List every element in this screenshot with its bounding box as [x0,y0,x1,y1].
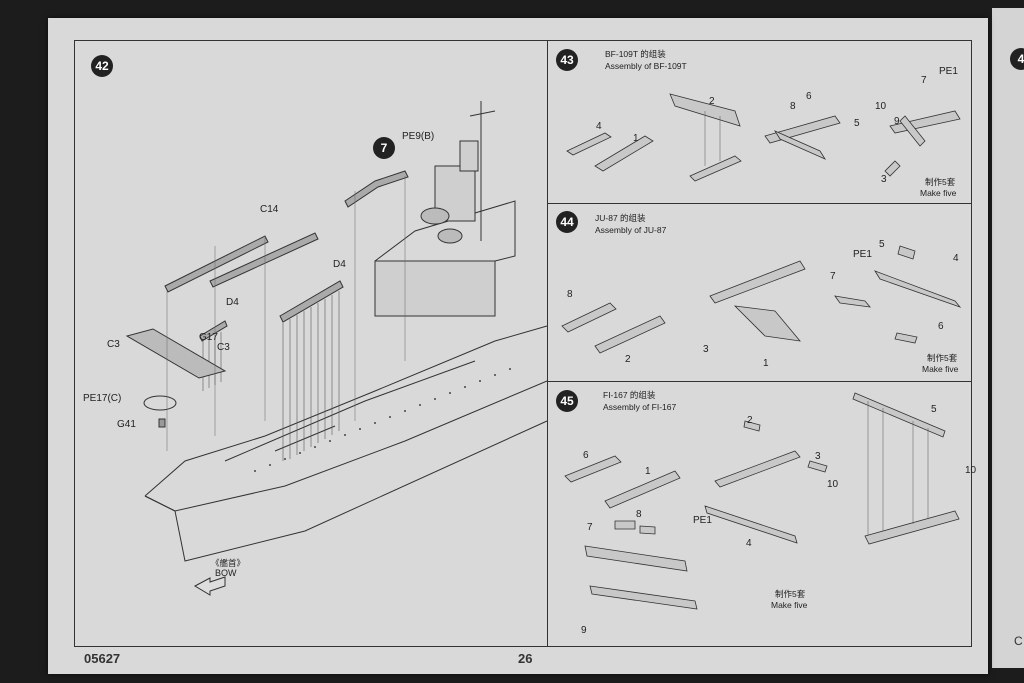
step-45-title-cn: FI-167 的组装 [603,390,656,400]
step-43-part-3: 3 [881,174,887,185]
label-pe9b: PE9(B) [402,131,435,142]
instruction-page: 42 [48,18,988,674]
label-g17: G17 [199,332,218,343]
step-43-note-en: Make five [920,188,957,198]
step-43-part-9: 9 [894,116,900,127]
step-43-part-8: 8 [790,101,796,112]
step-45-part-4: 4 [746,538,752,549]
step-45-note-en: Make five [771,600,808,610]
step-45-part-6: 6 [583,450,589,461]
step-43-part-6: 6 [806,91,812,102]
ship-bow-drawing [125,101,548,596]
next-page-edge-letter: C [1014,634,1023,648]
step-44-title-en: Assembly of JU-87 [595,225,667,235]
step-43-badge: 43 [556,49,578,71]
step-45-part-10-left: 10 [827,479,839,490]
step-45-badge: 45 [556,390,578,412]
step-43-part-pe1: PE1 [939,66,958,77]
fi167-diagram [564,392,960,610]
step-44-part-4: 4 [953,253,959,264]
step-45-part-8: 8 [636,509,642,520]
step-44-part-5: 5 [879,239,885,250]
step-45-part-10-right: 10 [965,465,977,476]
step-44-note-en: Make five [922,364,959,374]
step-45-part-2: 2 [747,415,753,426]
step-44-title-cn: JU-87 的组装 [595,213,646,223]
step-43-part-2: 2 [709,96,715,107]
label-bow-cn: 《艦首》 [211,558,246,568]
step-43-part-10: 10 [875,101,887,112]
step-43-part-5: 5 [854,118,860,129]
label-c3-right: C3 [217,342,230,353]
step-7-badge: 7 [373,137,395,159]
step-43-part-4: 4 [596,121,602,132]
step-44-part-2: 2 [625,354,631,365]
ju87-diagram [561,245,962,354]
step-45-part-9: 9 [581,625,587,636]
step-45-part-1: 1 [645,466,651,477]
kit-code: 05627 [84,651,121,666]
step-45-note-cn: 制作5套 [775,589,806,599]
label-g41: G41 [117,419,136,430]
label-c3-left: C3 [107,339,120,350]
step-44-part-pe1: PE1 [853,249,872,260]
step-43-note-cn: 制作5套 [925,177,956,187]
step-45-title-en: Assembly of FI-167 [603,402,677,412]
step-43-part-7: 7 [921,75,927,86]
label-bow-en: BOW [215,568,237,578]
step-44-part-3: 3 [703,344,709,355]
row-divider-1 [547,203,971,204]
step-44-part-7: 7 [830,271,836,282]
next-page-step-badge: 4 [1010,48,1024,70]
step-44-note-cn: 制作5套 [927,353,958,363]
step-45-part-pe1: PE1 [693,515,712,526]
column-divider [547,41,548,646]
label-d4-right: D4 [333,259,346,270]
step-44-badge: 44 [556,211,578,233]
label-c14: C14 [260,204,279,215]
step-43-title-en: Assembly of BF-109T [605,61,687,71]
page-frame: 42 [74,40,976,647]
step-45-part-5: 5 [931,404,937,415]
label-pe17c: PE17(C) [83,393,122,404]
step-44-part-1: 1 [763,358,769,369]
step-43-part-1: 1 [633,133,639,144]
bf109t-diagram [566,93,961,182]
step-42-badge: 42 [91,55,113,77]
page-number: 26 [518,651,533,666]
row-divider-2 [547,381,971,382]
label-d4-left: D4 [226,297,239,308]
step-45-part-7: 7 [587,522,593,533]
step-45-part-3: 3 [815,451,821,462]
step-43-title-cn: BF-109T 的组装 [605,49,666,59]
step-44-part-8: 8 [567,289,573,300]
next-page-edge: 4 C [992,8,1024,668]
step-44-part-6: 6 [938,321,944,332]
